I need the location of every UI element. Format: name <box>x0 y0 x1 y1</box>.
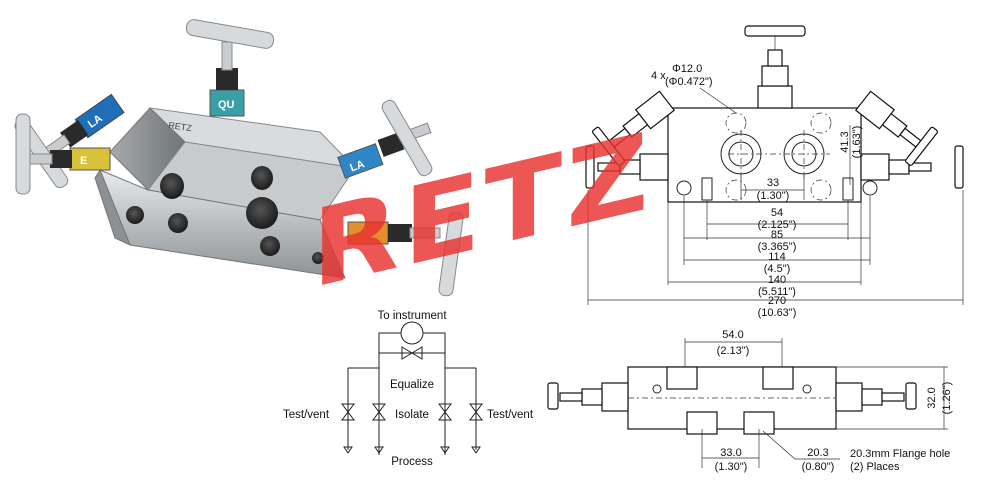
manifold-body: RETZ <box>94 107 357 279</box>
test-vent-valve-left-symbol <box>341 403 355 421</box>
bottom-dim-in: (1.30") <box>715 461 748 473</box>
top-valve: QU <box>185 19 275 117</box>
knob-label: LA <box>348 158 366 174</box>
port-hole <box>126 206 144 224</box>
left-valve: E <box>15 113 111 195</box>
test-vent-right-label: Test/vent <box>487 409 534 421</box>
dim-54-mm: 54 <box>771 207 783 219</box>
top-dim-mm: 54.0 <box>722 329 743 341</box>
hole-count: 4 x <box>651 70 666 82</box>
dim-270-mm: 270 <box>768 295 786 307</box>
dim-114-mm: 114 <box>768 251 786 263</box>
top-dim-in: (2.13") <box>717 345 750 357</box>
right-dim-mm: 32.0 <box>926 387 938 408</box>
right-dim-in: (1.26") <box>941 382 953 415</box>
test-vent-left-label: Test/vent <box>283 409 330 421</box>
to-instrument-label: To instrument <box>377 310 447 322</box>
dim-114-in: (4.5") <box>764 263 791 275</box>
dim-85-mm: 85 <box>771 229 783 241</box>
flange-dim-in: (0.80") <box>802 461 835 473</box>
dim-33-in: (1.30") <box>757 190 790 202</box>
product-photo: RETZ QU LA E <box>14 19 464 297</box>
isolate-label: Isolate <box>395 409 429 421</box>
process-label: Process <box>391 456 433 468</box>
bottom-view-drawing: 54.0 (2.13") 32.0 (1.26") 33.0 (1.30") 2… <box>547 329 953 473</box>
dim-33-mm: 33 <box>767 177 779 189</box>
right-upper-valve: LA <box>337 99 433 179</box>
isolate-valve-right-symbol <box>438 403 452 421</box>
hole-diameter-in: (Φ0.472") <box>665 76 713 88</box>
port-hole <box>160 173 184 199</box>
flange-dim-mm: 20.3 <box>807 447 828 459</box>
dim-140-mm: 140 <box>768 274 786 286</box>
side-dim-mm: 41.3 <box>839 131 851 152</box>
body-mark: RETZ <box>168 120 193 133</box>
port-hole <box>168 213 188 233</box>
front-view-drawing: 4 x Φ12.0 (Φ0.472") 41.3 (1.63") 33 (1.3… <box>585 25 964 319</box>
knob-label: QU <box>218 99 235 111</box>
dim-270-in: (10.63") <box>758 307 797 319</box>
dim-85-in: (3.365") <box>758 241 797 253</box>
dim-54-in: (2.125") <box>758 219 797 231</box>
isolate-valve-left-symbol <box>372 403 386 421</box>
bottom-dim-mm: 33.0 <box>720 447 741 459</box>
test-vent-valve-right-symbol <box>469 403 483 421</box>
port-hole <box>312 252 324 264</box>
dim-140-in: (5.511") <box>758 286 796 298</box>
right-lower-valve <box>347 211 464 297</box>
flange-note-line2: (2) Places <box>850 461 900 473</box>
equalize-valve-symbol <box>401 346 423 360</box>
side-dim-in: (1.63") <box>851 126 863 159</box>
flow-schematic: To instrument Equalize Test/vent Isolate… <box>283 310 534 468</box>
port-hole <box>251 166 273 190</box>
flange-note-line1: 20.3mm Flange hole <box>850 448 950 460</box>
watermark-logo: RETZ <box>312 109 653 313</box>
left-upper-valve: LA <box>14 93 125 189</box>
knob-label: E <box>80 155 87 167</box>
port-hole <box>246 197 278 229</box>
equalize-label: Equalize <box>390 379 434 391</box>
instrument-symbol <box>400 321 424 345</box>
hole-diameter-mm: Φ12.0 <box>672 63 702 75</box>
port-hole <box>260 236 280 256</box>
